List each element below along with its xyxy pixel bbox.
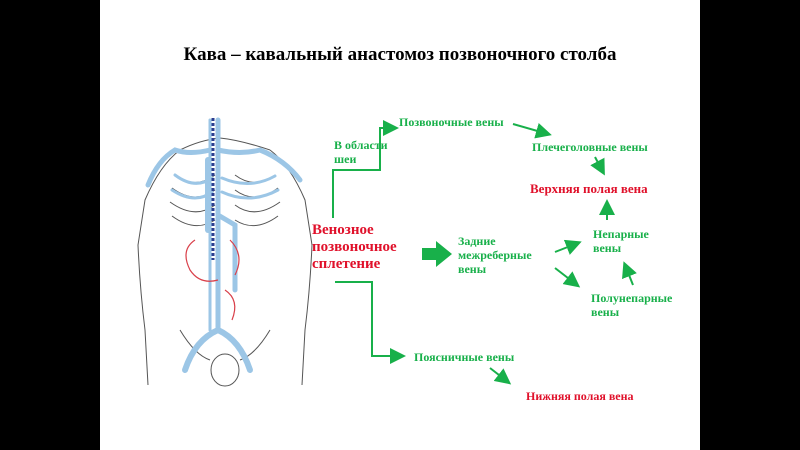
hemiazygos-veins-label: Полунепарные вены — [591, 291, 673, 319]
inferior-vena-cava-label: Нижняя полая вена — [526, 389, 634, 403]
venous-plexus-label: Венозное позвоночное сплетение — [312, 222, 397, 272]
flow-arrows — [332, 120, 637, 385]
slide-title: Кава – кавальный анастомоз позвоночного … — [183, 44, 617, 65]
lumbar-veins-label: Поясничные вены — [414, 350, 515, 364]
azygos-veins-label: Непарные вены — [593, 227, 649, 255]
anatomy-illustration — [137, 117, 313, 387]
neck-region-label: В области шеи — [334, 138, 388, 166]
superior-vena-cava-label: Верхняя полая вена — [530, 181, 648, 196]
posterior-intercostal-veins-label: Задние межреберные вены — [458, 234, 532, 276]
brachiocephalic-veins-label: Плечеголовные вены — [532, 140, 648, 154]
slide: Кава – кавальный анастомоз позвоночного … — [100, 0, 700, 450]
vertebral-veins-label: Позвоночные вены — [399, 115, 504, 129]
